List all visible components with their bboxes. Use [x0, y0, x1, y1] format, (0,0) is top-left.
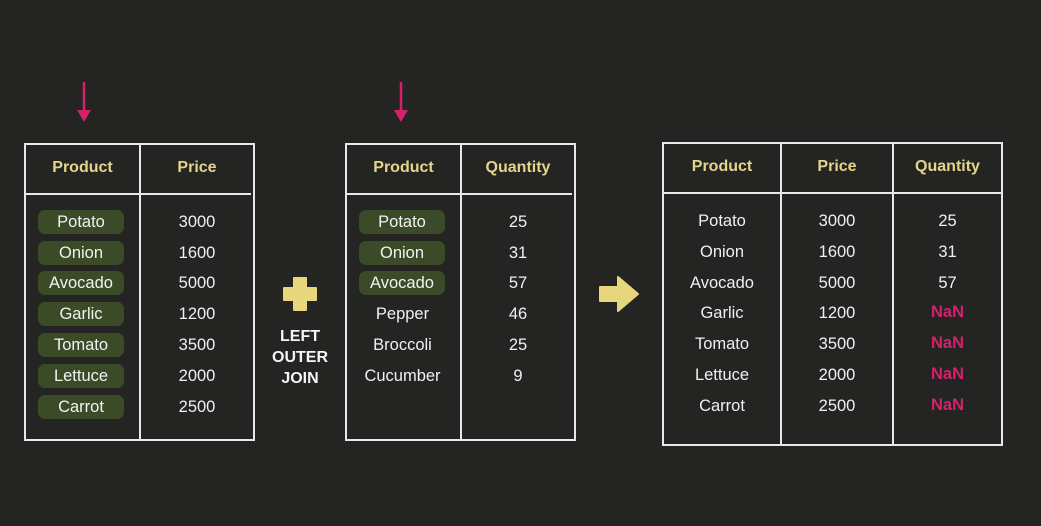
- matched-key-pill: Potato: [38, 210, 124, 234]
- price-cell: 2000: [178, 367, 216, 385]
- column-header: Quantity: [485, 159, 551, 176]
- column-header: Product: [373, 159, 434, 176]
- quantity-cell: 31: [508, 244, 528, 262]
- nan-cell: NaN: [930, 396, 964, 414]
- quantity-cell: 25: [938, 212, 957, 230]
- plus-icon: [283, 277, 317, 311]
- matched-key-pill: Avocado: [38, 271, 124, 295]
- column-header: Price: [817, 158, 857, 175]
- matched-key-pill: Carrot: [38, 395, 124, 419]
- matched-key-pill: Onion: [359, 241, 445, 265]
- matched-key-pill: Onion: [38, 241, 124, 265]
- quantity-cell: 25: [508, 213, 528, 231]
- price-cell: 1200: [818, 304, 856, 322]
- key-column-arrow-icon: [394, 82, 408, 122]
- column-header: Product: [52, 159, 113, 176]
- matched-key-pill: Lettuce: [38, 364, 124, 388]
- matched-key-pill: Avocado: [359, 271, 445, 295]
- column-header: Price: [177, 159, 217, 176]
- product-cell: Lettuce: [694, 366, 750, 384]
- nan-cell: NaN: [930, 334, 964, 352]
- quantity-cell: 25: [508, 336, 528, 354]
- price-cell: 3500: [178, 336, 216, 354]
- quantity-cell: 46: [508, 305, 528, 323]
- right-table: Product Quantity Potato 25 Onion 31 Avoc…: [345, 143, 576, 441]
- product-cell: Cucumber: [364, 367, 441, 385]
- result-table: Product Price Quantity Potato 3000 25 On…: [662, 142, 1003, 446]
- product-cell: Avocado: [690, 274, 754, 292]
- product-cell: Carrot: [699, 397, 745, 415]
- arrow-right-icon: [599, 276, 639, 312]
- price-cell: 5000: [178, 274, 216, 292]
- matched-key-pill: Potato: [359, 210, 445, 234]
- nan-cell: NaN: [930, 303, 964, 321]
- quantity-cell: 57: [508, 274, 528, 292]
- product-cell: Potato: [698, 212, 746, 230]
- product-cell: Pepper: [375, 305, 430, 323]
- left-table: Product Price Potato 3000 Onion 1600 Avo…: [24, 143, 255, 441]
- column-header: Product: [691, 158, 753, 175]
- quantity-cell: 57: [938, 274, 957, 292]
- key-column-arrow-icon: [77, 82, 91, 122]
- price-cell: 3000: [178, 213, 216, 231]
- price-cell: 2500: [818, 397, 856, 415]
- product-cell: Broccoli: [373, 336, 432, 354]
- nan-cell: NaN: [930, 365, 964, 383]
- price-cell: 2000: [818, 366, 856, 384]
- price-cell: 2500: [178, 398, 216, 416]
- price-cell: 1200: [178, 305, 216, 323]
- price-cell: 5000: [818, 274, 856, 292]
- product-cell: Onion: [699, 243, 745, 261]
- product-cell: Tomato: [694, 335, 750, 353]
- quantity-cell: 31: [938, 243, 957, 261]
- join-type-label: LEFT OUTER JOIN: [272, 328, 328, 387]
- matched-key-pill: Garlic: [38, 302, 124, 326]
- price-cell: 1600: [178, 244, 216, 262]
- product-cell: Garlic: [700, 304, 744, 322]
- price-cell: 3500: [818, 335, 856, 353]
- quantity-cell: 9: [513, 367, 523, 385]
- price-cell: 3000: [818, 212, 856, 230]
- column-header: Quantity: [915, 158, 980, 175]
- price-cell: 1600: [818, 243, 856, 261]
- matched-key-pill: Tomato: [38, 333, 124, 357]
